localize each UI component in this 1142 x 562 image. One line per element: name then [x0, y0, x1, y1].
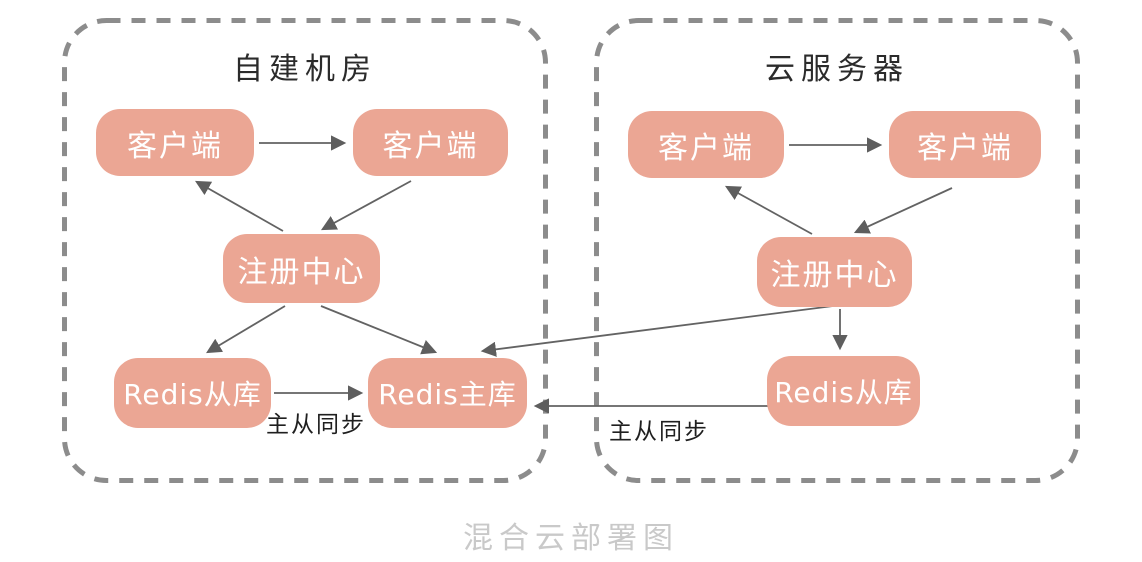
node-right-client-a: 客户端: [628, 111, 784, 178]
node-left-registry: 注册中心: [223, 234, 380, 303]
edge-left-registry-to-redis-master: [320, 305, 438, 355]
edge-right-client-b-to-registry: [853, 187, 953, 234]
edge-right-registry-to-client-a: [724, 185, 813, 235]
node-right-redis-slave: Redis从库: [767, 356, 920, 426]
diagram-caption: 混合云部署图: [463, 521, 679, 556]
node-left-client-a: 客户端: [96, 109, 254, 176]
edge-left-client-b-to-registry: [320, 180, 412, 231]
node-right-registry: 注册中心: [757, 237, 912, 307]
node-left-redis-master: Redis主库: [368, 358, 527, 428]
edge-left-registry-to-client-a: [195, 180, 284, 232]
edge-right-registry-to-left-redis-master: [480, 305, 834, 357]
node-right-client-b: 客户端: [889, 111, 1041, 178]
node-left-client-b: 客户端: [353, 109, 508, 176]
left-sync-edge-label: 主从同步: [266, 412, 366, 438]
edge-left-registry-to-redis-slave: [206, 305, 286, 354]
node-left-redis-slave: Redis从库: [114, 358, 271, 428]
right-group-title: 云服务器: [765, 52, 909, 87]
right-sync-edge-label: 主从同步: [609, 419, 709, 445]
left-group-title: 自建机房: [233, 52, 377, 87]
